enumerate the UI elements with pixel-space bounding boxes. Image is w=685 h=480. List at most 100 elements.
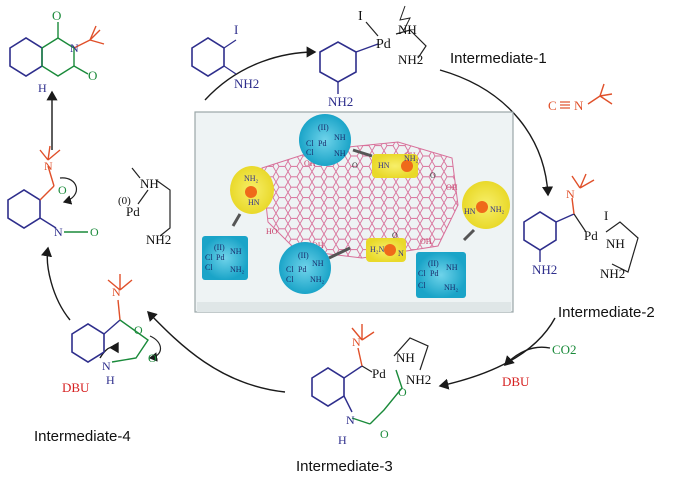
atom-n-isocyanide: N — [574, 98, 584, 113]
atom-nh-pd0: NH — [140, 176, 159, 191]
atom-o-int4-2: O — [148, 351, 157, 365]
svg-text:NH₂: NH₂ — [230, 265, 245, 274]
arrow-co2-in — [504, 346, 551, 366]
svg-text:Cl: Cl — [286, 265, 294, 274]
atom-nh2-amine: NH2 — [328, 94, 353, 109]
svg-text:(II): (II) — [298, 251, 309, 260]
svg-text:NH₂: NH₂ — [490, 205, 505, 214]
svg-text:NH₂: NH₂ — [244, 174, 259, 183]
svg-text:HN: HN — [378, 161, 390, 170]
atom-nh2-pd0: NH2 — [146, 232, 171, 247]
svg-text:H₂N: H₂N — [370, 245, 385, 254]
svg-text:Cl: Cl — [286, 275, 294, 284]
atom-pd0-oxstate: (0) — [118, 195, 131, 207]
svg-text:(II): (II) — [318, 123, 329, 132]
atom-pd-int3: Pd — [372, 366, 386, 381]
atom-nh2-reactant: NH2 — [234, 76, 259, 91]
intermediate-3-structure — [311, 324, 429, 425]
atom-n-product: N — [70, 41, 79, 55]
svg-text:Pd: Pd — [216, 253, 224, 262]
atom-nh-int2: NH — [606, 236, 625, 251]
atom-c-isocyanide: C — [548, 98, 557, 113]
atom-o-product-1: O — [52, 8, 61, 23]
reagent-dbu-right: DBU — [502, 374, 530, 389]
svg-text:(II): (II) — [214, 243, 225, 252]
pd0-complex-structure — [131, 167, 171, 237]
svg-text:(II): (II) — [428, 259, 439, 268]
atom-n-int2: N — [566, 187, 575, 201]
intermediate-4-structure — [71, 274, 162, 363]
atom-iodine: I — [358, 9, 363, 24]
arrow-to-intermediate-3 — [438, 317, 556, 390]
svg-text:NH: NH — [312, 259, 324, 268]
atom-nh2-int2: NH2 — [600, 266, 625, 281]
atom-n-int4-ring: N — [102, 359, 111, 373]
svg-text:O: O — [352, 161, 358, 170]
svg-text:NH₂: NH₂ — [444, 283, 459, 292]
intermediate-1-structure — [319, 5, 427, 94]
isocyanide-structure — [560, 83, 613, 109]
intermediate-2-structure — [523, 173, 639, 273]
svg-text:Cl: Cl — [306, 148, 314, 157]
atom-nh2-int2-amine: NH2 — [532, 262, 557, 277]
atom-pd-int2: Pd — [584, 228, 598, 243]
svg-text:Pd: Pd — [318, 139, 326, 148]
atom-h-product: H — [38, 81, 47, 95]
atom-nh2: NH2 — [398, 52, 423, 67]
svg-text:HO: HO — [266, 227, 278, 236]
cycle-arrows — [41, 46, 556, 393]
quinazolinedione-structure — [9, 22, 105, 77]
svg-text:NH₂: NH₂ — [404, 154, 419, 163]
svg-text:O: O — [430, 171, 436, 180]
pd-complex-sites — [202, 114, 466, 298]
label-intermediate-1: Intermediate-1 — [450, 50, 547, 67]
atom-nh2-int3: NH2 — [406, 372, 431, 387]
svg-text:OH: OH — [420, 237, 432, 246]
arrow-to-isocyanate — [41, 246, 71, 321]
label-intermediate-3: Intermediate-3 — [296, 458, 393, 475]
svg-text:Pd: Pd — [430, 269, 438, 278]
atom-n-isocyanate-top: N — [44, 159, 53, 173]
amine-sites — [230, 154, 510, 262]
atom-h-int4: H — [106, 373, 115, 387]
atom-o-int4-1: O — [134, 323, 143, 337]
atom-o-product-2: O — [88, 68, 97, 83]
reagent-dbu-left: DBU — [62, 380, 90, 395]
label-intermediate-2: Intermediate-2 — [558, 304, 655, 321]
svg-text:Cl: Cl — [306, 139, 314, 148]
svg-text:Cl: Cl — [418, 281, 426, 290]
atom-n-isocyanate: N — [54, 225, 63, 239]
svg-text:OH: OH — [446, 183, 458, 192]
atom-o-isocyanate-1: O — [58, 183, 67, 197]
atom-h-int3: H — [338, 433, 347, 447]
svg-text:O: O — [392, 231, 398, 240]
svg-text:Cl: Cl — [205, 253, 213, 262]
reagent-co2: CO2 — [552, 342, 577, 357]
isocyanate-structure — [7, 145, 88, 233]
arrow-dbu-4 — [99, 341, 119, 359]
svg-text:NH: NH — [334, 133, 346, 142]
atom-o-int3-1: O — [398, 385, 407, 399]
atom-nh-int3: NH — [396, 350, 415, 365]
svg-text:HN: HN — [248, 198, 260, 207]
atom-n-int4: N — [112, 285, 121, 299]
atom-o-isocyanate-2: O — [90, 225, 99, 239]
label-intermediate-4: Intermediate-4 — [34, 428, 131, 445]
svg-text:OH: OH — [304, 159, 316, 168]
svg-text:HN: HN — [464, 207, 476, 216]
svg-text:Pd: Pd — [298, 265, 306, 274]
arrow-to-intermediate-1 — [204, 46, 317, 101]
atom-pd-pd0: Pd — [126, 204, 140, 219]
arrow-to-intermediate-4 — [147, 310, 286, 393]
svg-text:Cl: Cl — [205, 263, 213, 272]
svg-text:NH₂: NH₂ — [310, 275, 325, 284]
svg-text:NH: NH — [334, 149, 346, 158]
atom-iodine-reactant: I — [234, 22, 238, 37]
atom-palladium: Pd — [376, 37, 391, 52]
svg-text:NH: NH — [446, 263, 458, 272]
arrow-to-intermediate-2 — [439, 69, 554, 197]
atom-n-int3: N — [352, 335, 361, 349]
svg-text:Cl: Cl — [418, 269, 426, 278]
